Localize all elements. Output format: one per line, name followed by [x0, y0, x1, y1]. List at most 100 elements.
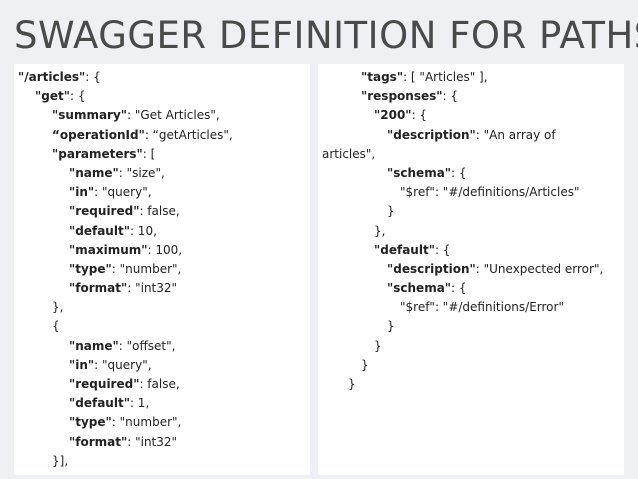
code-line: }, [14, 298, 310, 317]
json-value: } [348, 377, 356, 391]
json-value: : [ "Articles" ], [403, 70, 488, 84]
json-value: : { [411, 108, 428, 123]
json-value: { [52, 319, 60, 334]
json-value: : "size", [118, 165, 165, 180]
json-value: : 100, [147, 242, 183, 257]
json-key: "format" [69, 434, 128, 449]
json-key: "type" [69, 415, 112, 430]
code-line: }], [14, 452, 310, 471]
code-line: "type": "number", [14, 260, 310, 279]
json-key: "maximum" [69, 242, 148, 257]
code-line: "$ref": "#/definitions/Error" [318, 298, 624, 317]
code-line: "schema": { [318, 164, 624, 183]
code-line: }, [318, 222, 624, 241]
code-line: articles", [318, 145, 624, 164]
code-line: "parameters": [ [14, 145, 310, 164]
json-value: "$ref": "#/definitions/Articles" [400, 185, 580, 200]
code-line: "$ref": "#/definitions/Articles" [318, 183, 624, 202]
code-line: "description": "Unexpected error", [318, 260, 624, 279]
json-value: } [374, 338, 382, 353]
code-line: "in": "query", [14, 183, 310, 202]
json-value: : { [85, 70, 101, 84]
json-key: "schema" [387, 281, 452, 296]
json-value: : [ [142, 146, 156, 161]
json-value: : { [69, 89, 86, 104]
code-line: "name": "offset", [14, 337, 310, 356]
json-key: "default" [69, 396, 130, 411]
json-key: "description" [387, 127, 476, 142]
code-line: "description": "An array of [318, 126, 624, 145]
code-line: "format": "int32" [14, 279, 310, 298]
json-value: }, [374, 223, 386, 238]
json-value: : { [442, 89, 459, 104]
code-line: "summary": "Get Articles", [14, 106, 310, 125]
code-line: } [318, 202, 624, 221]
json-key: "200" [374, 108, 412, 123]
json-value: : { [451, 281, 467, 296]
json-value: : "query", [94, 185, 152, 200]
code-line: } [318, 317, 624, 336]
code-line: "in": "query", [14, 356, 310, 375]
json-value: : { [434, 242, 451, 257]
json-value: } [387, 204, 395, 219]
json-value: : "query", [94, 357, 152, 372]
json-value: : "Unexpected error", [475, 261, 604, 276]
code-line: “operationId": “getArticles", [14, 126, 310, 145]
json-key: "parameters" [52, 146, 143, 161]
json-value: : { [451, 165, 467, 180]
code-line: "200": { [318, 106, 624, 125]
json-key: "required" [69, 377, 140, 391]
json-key: "in" [69, 357, 95, 372]
json-value: : "offset", [118, 338, 176, 353]
json-value: } [361, 357, 369, 372]
json-key: "in" [69, 185, 95, 200]
json-value: : 1, [129, 396, 150, 411]
json-value: articles", [322, 146, 376, 161]
json-key: "description" [387, 261, 476, 276]
json-key: "required" [69, 204, 140, 219]
json-key: “operationId" [52, 127, 145, 142]
right-code-panel: "tags": [ "Articles" ],"responses": {"20… [318, 64, 624, 475]
right-code-block: "tags": [ "Articles" ],"responses": {"20… [318, 68, 624, 394]
json-key: "tags" [361, 70, 404, 84]
code-line: "format": "int32" [14, 433, 310, 452]
json-value: : "An array of [475, 127, 556, 142]
json-value: : "int32" [127, 281, 178, 296]
code-line: "responses": { [318, 87, 624, 106]
json-key: "schema" [387, 165, 452, 180]
code-line: "maximum": 100, [14, 241, 310, 260]
json-value: }, [52, 300, 64, 315]
json-value: : "Get Articles", [127, 108, 220, 123]
code-line: "schema": { [318, 279, 624, 298]
json-value: : 10, [129, 223, 157, 238]
code-line: } [318, 337, 624, 356]
json-value: : “getArticles", [144, 127, 233, 142]
json-value: : "int32" [127, 434, 178, 449]
json-key: "get" [35, 89, 70, 104]
json-value: "$ref": "#/definitions/Error" [400, 300, 564, 315]
code-line: } [318, 356, 624, 375]
json-key: "summary" [52, 108, 128, 123]
json-key: "format" [69, 281, 128, 296]
json-value: } [387, 319, 395, 334]
json-key: "name" [69, 165, 119, 180]
json-value: : false, [139, 204, 180, 219]
code-line: "get": { [14, 87, 310, 106]
code-line: "default": { [318, 241, 624, 260]
code-line: } [318, 375, 624, 394]
json-key: "/articles" [18, 70, 86, 84]
left-code-panel: "/articles": {"get": {"summary": "Get Ar… [14, 64, 310, 475]
json-value: : false, [139, 377, 180, 391]
code-line: "type": "number", [14, 413, 310, 432]
left-code-block: "/articles": {"get": {"summary": "Get Ar… [14, 68, 310, 471]
code-line: "tags": [ "Articles" ], [318, 68, 624, 87]
slide-title: SWAGGER DEFINITION FOR PATHS [14, 14, 638, 57]
json-key: "responses" [361, 89, 443, 104]
code-line: "default": 1, [14, 394, 310, 413]
json-value: }], [52, 453, 69, 468]
json-value: : "number", [111, 415, 182, 430]
json-key: "name" [69, 338, 119, 353]
code-line: { [14, 317, 310, 336]
code-line: "required": false, [14, 202, 310, 221]
json-key: "type" [69, 261, 112, 276]
